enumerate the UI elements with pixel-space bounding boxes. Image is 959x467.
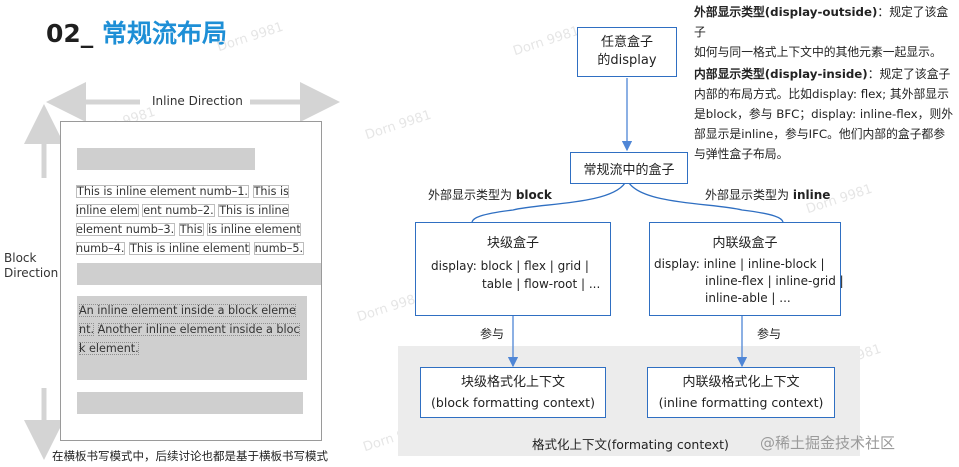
ifc-node: 内联级格式化上下文 (inline formatting context) [647,367,835,418]
block-inline-element: k element. [79,342,139,355]
inline-level-box-node: 内联级盒子 display: inline | inline-block | i… [649,222,844,316]
inline-element: is inline element numb–4. [76,223,301,255]
note-inside-label: 内部显示类型(display-inside) [694,67,868,81]
bfc-subtitle: (block formatting context) [431,394,595,410]
note-outside-text-1: ：规定了该盒子 [694,5,949,39]
bfc-title: 块级格式化上下文 [460,374,565,390]
any-box-display-node: 任意盒子 的display [577,27,677,77]
block-inner-text: An inline element inside a block eleme n… [79,301,303,358]
note-inside-text: 是block，参与 BFC；display: inline-flex，则外 [694,107,954,121]
inline-box-display-line-3: inline-able | ... [705,291,791,305]
any-box-line-1: 任意盒子 [600,35,653,50]
curve-to-inline [628,182,784,223]
site-watermark: @稀土掘金技术社区 [760,434,896,452]
inline-element: This is inline element numb–3. [76,204,289,236]
outside-inline-prefix: 外部显示类型为 [705,188,793,202]
block-box-display-line-2: table | flow-root | ... [482,277,601,291]
note-inside-text: 与弹性盒子布局。 [694,147,789,161]
block-box-title: 块级盒子 [486,236,539,251]
note-display-inside: 内部显示类型(display-inside)：规定了该盒子 内部的布局方式。比如… [694,64,956,164]
formatting-context-label: 格式化上下文(formating context) [532,437,729,452]
note-inside-text: 部显示是inline，参与IFC。他们内部的盒子都参 [694,127,946,141]
block-level-box-node: 块级盒子 display: block | flex | grid | tabl… [415,222,611,316]
title-text: 常规流布局 [102,19,228,48]
inline-elements: This is inline element numb–1. This is i… [76,182,320,258]
any-box-line-2: 的display [597,53,657,68]
page-title: 02_ 常规流布局 [46,14,227,50]
inline-element: This [178,223,204,236]
inline-direction-label: Inline Direction [152,94,243,108]
block-element-box [77,296,307,380]
block-bar-2 [77,263,321,285]
inline-element: This is inline element numb–1. [76,185,249,198]
note-inside-text: ：规定了该盒子 [867,67,951,81]
curve-to-block [471,182,626,223]
inline-element: This is inline elem [76,185,289,217]
outside-block-prefix: 外部显示类型为 [428,188,516,202]
ifc-title: 内联级格式化上下文 [682,374,800,390]
left-caption: 在横板书写模式中，后续讨论也都是基于横板书写模式 [52,449,328,463]
note-inside-text: 内部的布局方式。比如display: flex; 其外部显示 [694,87,949,101]
bfc-node: 块级格式化上下文 (block formatting context) [420,367,606,418]
note-outside-text-2: 如何与同一格式上下文中的其他元素一起显示。 [694,45,942,59]
inline-element: ent numb–2. [142,204,215,217]
note-display-outside: 外部显示类型(display-outside)：规定了该盒子 如何与同一格式上下… [694,2,956,62]
block-bar-3 [77,392,303,414]
inline-element: numb–5. [253,242,305,255]
block-box-display-line-1: display: block | flex | grid | [431,259,589,273]
inline-box-display-line-1: display: inline | inline-block | [654,257,825,271]
normal-flow-box-node: 常规流中的盒子 [570,152,688,184]
participate-label-block: 参与 [480,327,505,341]
inline-element: This is inline element [129,242,251,255]
note-outside-label: 外部显示类型(display-outside) [694,5,878,19]
inline-box-title: 内联级盒子 [712,236,778,251]
outside-block-value: block [515,188,552,202]
inline-box-display-line-2: inline-flex | inline-grid | [705,274,844,288]
block-direction-label-2: Direction [4,266,59,280]
block-inline-element: nt. [79,323,95,336]
block-inline-element: Another inline element inside a bloc [97,323,300,336]
block-inline-element: An inline element inside a block eleme [79,304,296,317]
participate-label-inline: 参与 [757,327,782,341]
title-number: 02_ [46,19,94,48]
block-bar-1 [77,148,255,170]
outside-block-label: 外部显示类型为 block [428,186,552,203]
outside-inline-value: inline [792,188,831,202]
outside-inline-label: 外部显示类型为 inline [705,186,830,203]
ifc-subtitle: (inline formatting context) [658,394,824,410]
block-direction-label-1: Block [4,251,37,265]
